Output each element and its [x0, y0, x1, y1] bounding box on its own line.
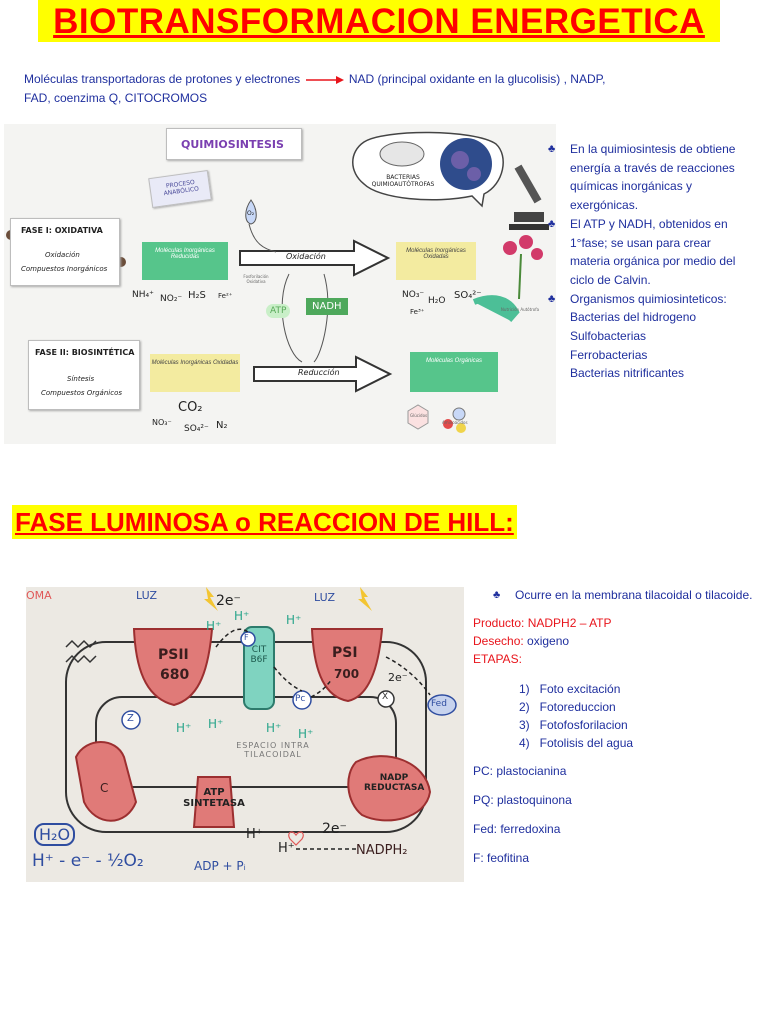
list-item: ♣ En la quimiosintesis de obtiene energí…	[548, 140, 748, 215]
box-organicas: Moléculas Orgánicas	[410, 352, 498, 392]
fase1-box: FASE I: OXIDATIVA Oxidación Compuestos I…	[10, 218, 120, 286]
bacteria-label: BACTERIAS QUIMIOAUTÓTROFAS	[371, 174, 435, 188]
box-inorganicas-oxidadas-2: Moléculas Inorgánicas Oxidadas	[150, 354, 240, 392]
intro-text: Moléculas transportadoras de protones y …	[24, 70, 744, 108]
thylakoid-drawing	[65, 587, 457, 850]
intro-line1-right: NAD (principal oxidante en la glucolisis…	[348, 72, 606, 86]
cyt-b6f-label: CIT B6F	[250, 645, 268, 665]
luz-label: LUZ	[136, 589, 157, 602]
section2-title: FASE LUMINOSA o REACCION DE HILL:	[12, 505, 517, 539]
diagram-arrows	[6, 131, 549, 433]
intro-line1-left: Moléculas transportadoras de protones y …	[24, 72, 301, 86]
atp-badge: ATP	[266, 304, 291, 318]
espacio-intratilacoidal-label: ESPACIO INTRA TILACOIDAL	[236, 741, 310, 759]
list-item: ♣ Organismos quimiosinteticos:	[548, 290, 748, 309]
definition-item: Fed: ferredoxina	[473, 822, 561, 836]
definition-item: PQ: plastoquinona	[473, 793, 572, 807]
etapas-list: 1) Foto excitación 2) Fotoreduccion 3) F…	[519, 680, 763, 752]
list-item: 3) Fotofosforilacion	[519, 718, 628, 732]
adp-label: ADP + Pᵢ	[194, 859, 246, 873]
etapas-label: ETAPAS:	[473, 652, 522, 666]
box-inorganicas-oxidadas: Moléculas Inorgánicas Oxidadas	[396, 242, 476, 280]
producto-row: Producto: NADPH2 – ATP	[473, 616, 612, 630]
quimiosintesis-header-box: QUIMIOSINTESIS	[166, 128, 302, 160]
psii-label: PSII	[158, 647, 189, 663]
nadp-reductasa-label: NADP REDUCTASA	[364, 773, 425, 793]
luz-label: LUZ	[314, 591, 335, 604]
definition-item: PC: plastocianina	[473, 764, 567, 778]
title-banner: BIOTRANSFORMACION ENERGETICA	[38, 0, 720, 42]
atp-sintetasa-label: ATP SINTETASA	[183, 787, 245, 809]
fase-luminosa-diagram: OMA LUZ LUZ 2e⁻ 2e⁻ 2e⁻ PSII 680 PSI 700…	[26, 587, 464, 882]
oxidacion-label: Oxidación	[286, 252, 326, 261]
list-item: 4) Fotolisis del agua	[519, 736, 634, 750]
organism-item: Sulfobacterias	[570, 329, 647, 344]
list-item: ♣ El ATP y NADH, obtenidos en 1°fase; se…	[548, 215, 748, 290]
list-item: 2) Fotoreduccion	[519, 700, 616, 714]
h2o-label: H₂O	[34, 823, 76, 846]
definition-item: F: feofitina	[473, 851, 530, 865]
page-title: BIOTRANSFORMACION ENERGETICA	[53, 1, 705, 41]
quimiosintesis-label: QUIMIOSINTESIS	[181, 138, 284, 151]
list-item: ♣ Ocurre en la membrana tilacoidal o til…	[493, 588, 753, 602]
organism-item: Bacterias del hidrogeno	[570, 310, 697, 325]
psi-label: PSI	[332, 645, 358, 661]
club-bullet-icon: ♣	[548, 217, 556, 230]
organism-item: Ferrobacterias	[570, 347, 648, 362]
club-bullet-icon: ♣	[493, 589, 501, 601]
nadph-label: NADPH₂	[356, 843, 408, 858]
quimiosintesis-diagram: QUIMIOSINTESIS PROCESO ANABÓLICO BACTERI…	[4, 124, 556, 444]
intro-line2: FAD, coenzima Q, CITOCROMOS	[24, 91, 208, 105]
quimiosintesis-notes: ♣ En la quimiosintesis de obtiene energí…	[548, 140, 748, 383]
reduccion-label: Reducción	[298, 368, 340, 377]
desecho-row: Desecho: oxigeno	[473, 634, 570, 648]
water-splitting-products: H⁺ - e⁻ - ½O₂	[32, 851, 144, 871]
fase2-box: FASE II: BIOSINTÉTICA Síntesis Compuesto…	[28, 340, 140, 410]
fase-luminosa-notes: ♣ Ocurre en la membrana tilacoidal o til…	[473, 586, 763, 867]
organisms-list: Bacterias del hidrogeno Sulfobacterias F…	[548, 308, 748, 383]
list-item: 1) Foto excitación	[519, 682, 621, 696]
club-bullet-icon: ♣	[548, 292, 556, 305]
box-inorganicas-reducidas: Moléculas Inorgánicas Reducidas	[142, 242, 228, 280]
organism-item: Bacterias nitrificantes	[570, 366, 685, 381]
right-arrow-icon	[305, 75, 344, 84]
club-bullet-icon: ♣	[548, 143, 556, 155]
nadh-badge: NADH	[306, 298, 348, 315]
